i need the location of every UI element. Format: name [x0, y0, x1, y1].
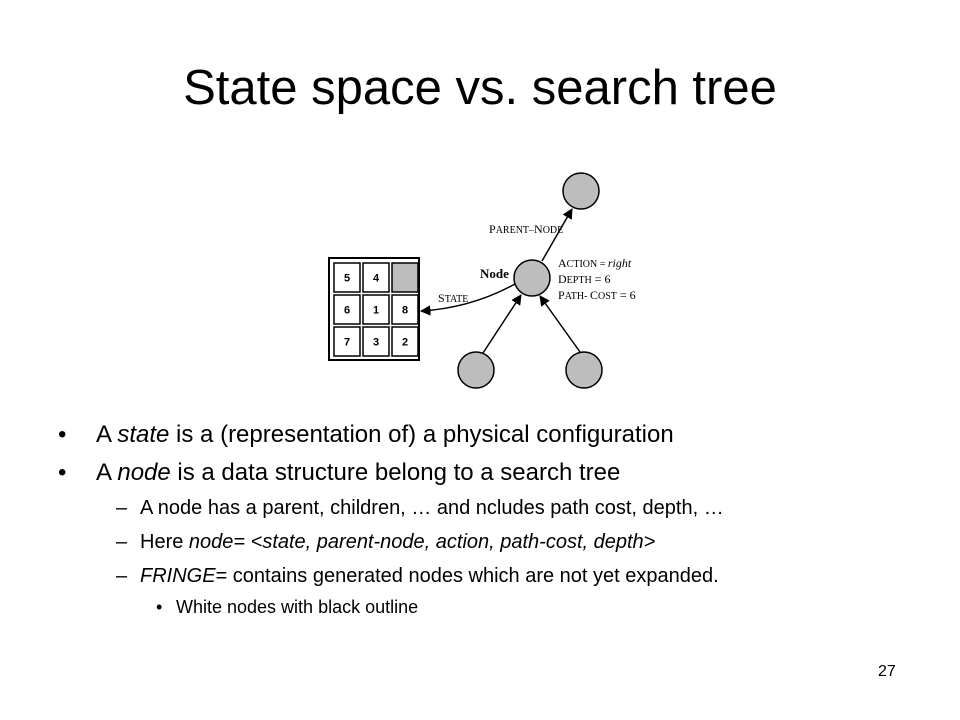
- child-node-right-circle: [565, 351, 603, 389]
- parent-node-arrow: [541, 208, 573, 262]
- node-label: Node: [480, 266, 509, 281]
- child-node-left-circle: [457, 351, 495, 389]
- current-node-circle: [513, 259, 551, 297]
- state-arrow: [419, 283, 516, 316]
- bullet-list: • A state is a (representation of) a phy…: [58, 420, 918, 618]
- puzzle-tile: [362, 326, 390, 357]
- puzzle-tile: [333, 326, 361, 357]
- action-label: ACTION = right: [558, 256, 632, 270]
- child-left-arrow: [482, 294, 522, 354]
- puzzle-tile-number: 4: [373, 273, 380, 285]
- puzzle-tile-number: 7: [344, 337, 350, 349]
- dash-symbol: –: [116, 565, 128, 587]
- child-right-arrow: [539, 295, 581, 353]
- bullet-symbol: •: [58, 421, 67, 448]
- puzzle-tile: [362, 262, 390, 293]
- slide-number: 27: [878, 663, 896, 680]
- puzzle-tile: [391, 294, 419, 325]
- parent-node-circle: [562, 172, 600, 210]
- state-label: STATE: [438, 291, 468, 305]
- puzzle-blank-cell: [391, 262, 419, 293]
- path-cost-label: PATH- COST = 6: [558, 288, 636, 302]
- diagram-svg: 5 4 6 1 8 7 3 2 Node STATE PARENT–NODE ACTION =…: [328, 172, 636, 389]
- bullet-node-definition: • A node is a data structure belong to a…: [58, 459, 621, 486]
- puzzle-tile-number: 2: [402, 337, 408, 349]
- bullet-state-definition: • A state is a (representation of) a phy…: [58, 421, 674, 448]
- sub-sub-bullet-white-nodes: • White nodes with black outline: [156, 597, 419, 617]
- sub-bullet-fringe: – FRINGE= contains generated nodes which…: [116, 565, 719, 587]
- puzzle-tile: [333, 262, 361, 293]
- dash-symbol: –: [116, 531, 128, 553]
- bullet-symbol: •: [58, 459, 67, 486]
- puzzle-tile-number: 8: [402, 305, 408, 317]
- dash-symbol: –: [116, 497, 128, 519]
- depth-label: DEPTH = 6: [558, 272, 610, 286]
- puzzle-tile: [333, 294, 361, 325]
- puzzle-tile-number: 6: [344, 305, 350, 317]
- slide-title: State space vs. search tree: [183, 61, 777, 115]
- sub-bullet-node-tuple: – Here node= <state, parent-node, action…: [116, 531, 656, 553]
- puzzle-tile-number: 5: [344, 273, 350, 285]
- puzzle-tile-number: 1: [373, 305, 379, 317]
- sub-bullet-node-parts: – A node has a parent, children, … and n…: [116, 497, 724, 519]
- puzzle-tile: [391, 326, 419, 357]
- eight-puzzle-state: 5 4 6 1 8 7 3 2: [328, 257, 420, 361]
- bullet-symbol: •: [156, 597, 163, 617]
- puzzle-tile: [362, 294, 390, 325]
- puzzle-tile-number: 3: [373, 337, 379, 349]
- parent-node-label: PARENT–NODE: [489, 222, 563, 236]
- search-tree-diagram: 5 4 6 1 8 7 3 2 Node STATE PARENT–NODE ACTION =…: [326, 163, 656, 398]
